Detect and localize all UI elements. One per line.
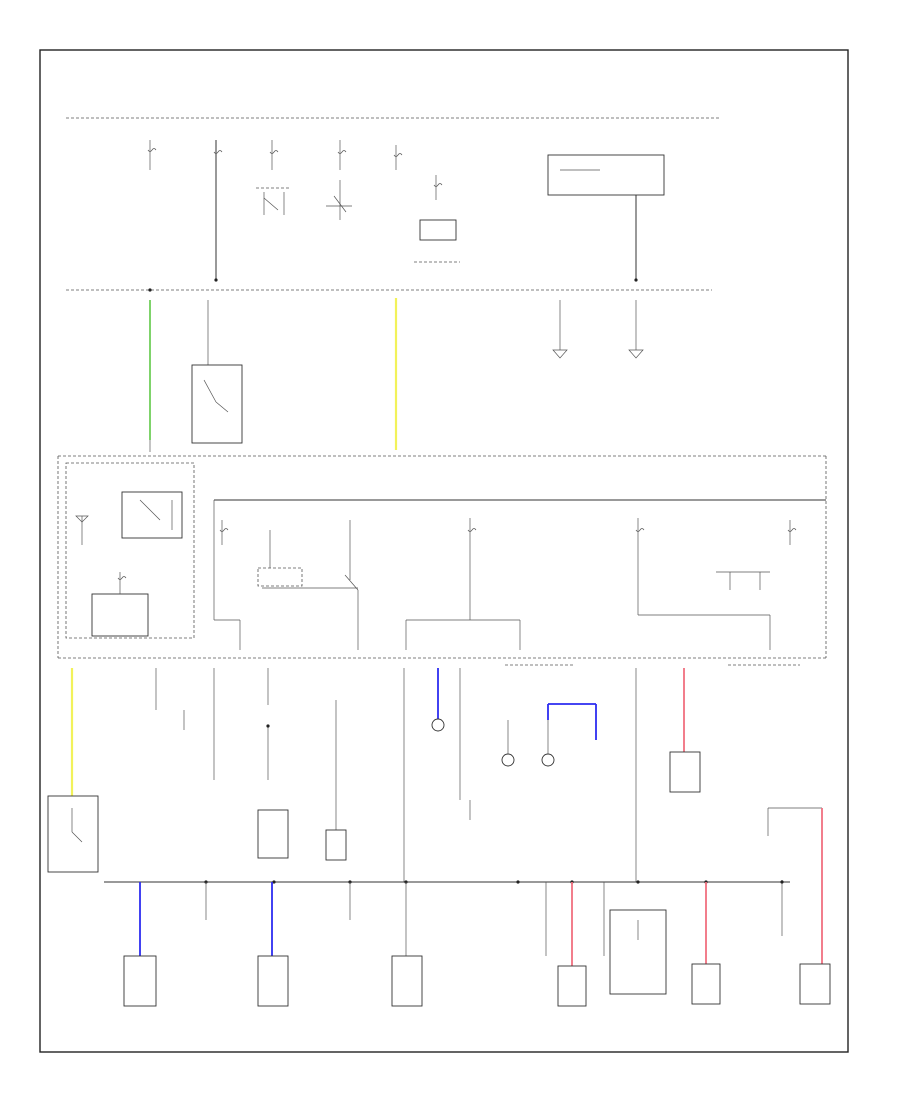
- ground-mid-2: [628, 300, 644, 359]
- top-fuse-1: [147, 140, 157, 170]
- lower-relay-center: [257, 520, 359, 650]
- bottom-load-1: [123, 955, 157, 1007]
- lower-fuse-1: [219, 520, 229, 545]
- top-relay-3: [414, 219, 460, 263]
- top-fuse-6: [433, 175, 443, 200]
- lower-left-relay: [121, 491, 183, 539]
- lamp-3: [541, 753, 555, 767]
- mid-switch-box: [191, 364, 243, 444]
- top-module-box: [547, 154, 665, 280]
- diagram-frame: [39, 49, 849, 1053]
- bottom-load-2: [257, 955, 289, 1007]
- bottom-load-7: [799, 963, 831, 1005]
- top-fuse-4: [337, 140, 347, 170]
- lower-relay-right: [716, 520, 797, 590]
- lower-fuse-4: [635, 518, 645, 615]
- lower-fuse-3: [467, 518, 477, 620]
- top-relay-2: [326, 180, 352, 220]
- top-fuse-5: [393, 145, 403, 170]
- bottom-load-6: [691, 963, 721, 1005]
- bottom-component-1: [257, 809, 289, 859]
- ground-mid-1: [552, 300, 568, 359]
- bottom-load-3: [391, 955, 423, 1007]
- top-fuse-3: [269, 140, 279, 170]
- lower-left-subbox: [65, 462, 195, 639]
- red-load-1: [669, 751, 701, 793]
- top-fuse-2: [213, 140, 223, 280]
- bottom-left-switch: [47, 795, 99, 873]
- top-relay-1: [256, 187, 290, 215]
- bottom-load-4: [557, 965, 587, 1007]
- lower-left-module: [91, 593, 149, 637]
- lamp-1: [431, 718, 445, 732]
- lamp-2: [501, 753, 515, 767]
